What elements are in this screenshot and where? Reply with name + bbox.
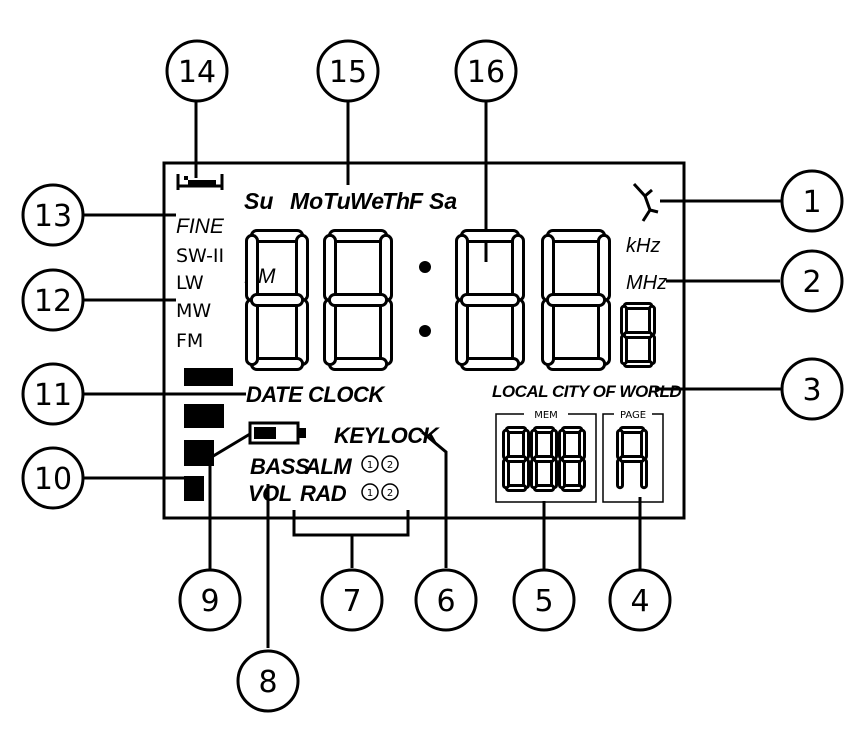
day-th: Th: [382, 188, 410, 214]
page-label: PAGE: [620, 410, 646, 421]
day-sa: Sa: [429, 188, 457, 214]
mem-digit-3: [558, 426, 586, 492]
callout-5: 5: [512, 568, 576, 632]
callout-number: 13: [34, 199, 72, 234]
alarm-1-circle-icon: 1: [361, 455, 379, 473]
callout-number: 7: [342, 584, 361, 619]
date-indicator: DATE: [246, 382, 304, 407]
callout-number: 16: [467, 55, 505, 90]
bracket-7: [292, 510, 410, 537]
callout-13: 13: [21, 183, 85, 247]
radio-2-circle-icon: 2: [381, 483, 399, 501]
signal-strength-icon: [632, 182, 659, 222]
callout-7: 7: [320, 568, 384, 632]
band-fm: FM: [176, 330, 203, 352]
callout-number: 3: [802, 373, 821, 408]
time-digit-3: [455, 229, 525, 371]
band-lw: LW: [176, 272, 204, 294]
callout-15: 15: [316, 39, 380, 103]
callout-number: 9: [200, 584, 219, 619]
local-city-indicator: LOCAL CITY OF WORLD: [492, 382, 681, 401]
callout-6: 6: [414, 568, 478, 632]
signal-bars-icon: [184, 368, 233, 501]
callout-number: 2: [802, 265, 821, 300]
svg-text:1: 1: [367, 460, 373, 471]
battery-icon: [248, 421, 306, 445]
bass-indicator: BASS: [250, 454, 310, 479]
time-digit-1: [245, 229, 309, 371]
band-fine: FINE: [176, 215, 225, 238]
mem-page-digits: [502, 426, 648, 492]
callout-number: 6: [436, 584, 455, 619]
callout-number: 5: [534, 584, 553, 619]
callout-number: 12: [34, 284, 72, 319]
clock-indicator: CLOCK: [308, 382, 386, 407]
day-tu: Tu: [323, 188, 351, 214]
leader-9: [208, 432, 251, 570]
callout-12: 12: [21, 268, 85, 332]
alarm-indicator: ALM: [304, 454, 352, 479]
callout-number: 1: [802, 185, 821, 220]
fine-step-indicator-icon: [176, 174, 224, 190]
time-digit-4: [541, 229, 611, 371]
colon-top-dot: [419, 261, 431, 273]
callout-number: 15: [329, 55, 367, 90]
day-mo: Mo: [290, 188, 323, 214]
radio-1-circle-icon: 1: [361, 483, 379, 501]
callout-number: 8: [258, 665, 277, 700]
mem-digit-1: [502, 426, 530, 492]
callout-9: 9: [178, 568, 242, 632]
unit-mhz: MHz: [626, 272, 667, 294]
volume-indicator: VOL: [248, 481, 292, 506]
callout-2: 2: [780, 249, 844, 313]
band-mw: MW: [176, 300, 211, 322]
day-su: Su: [244, 188, 273, 214]
svg-text:2: 2: [387, 460, 393, 471]
keylock-indicator: KEYLOCK: [334, 423, 441, 448]
callout-1: 1: [780, 169, 844, 233]
callout-10: 10: [21, 446, 85, 510]
alarm-2-circle-icon: 2: [381, 455, 399, 473]
callout-3: 3: [780, 357, 844, 421]
colon-bottom-dot: [419, 325, 431, 337]
mem-digit-2: [530, 426, 558, 492]
callout-number: 14: [178, 55, 216, 90]
svg-text:1: 1: [367, 488, 373, 499]
callout-16: 16: [454, 39, 518, 103]
callout-8: 8: [236, 649, 300, 713]
mem-label: MEM: [534, 410, 558, 421]
callout-14: 14: [165, 39, 229, 103]
time-digit-2: [323, 229, 393, 371]
small-unit-digit: [620, 302, 656, 368]
callout-11: 11: [21, 362, 85, 426]
callout-number: 4: [630, 584, 649, 619]
band-sw2: SW-II: [176, 245, 224, 267]
callout-number: 11: [34, 378, 72, 413]
svg-text:2: 2: [387, 488, 393, 499]
page-digit: [616, 426, 648, 490]
day-we: We: [350, 188, 384, 214]
callout-4: 4: [608, 568, 672, 632]
radio-indicator: RAD: [300, 481, 347, 506]
callout-number: 10: [34, 462, 72, 497]
main-time-display: [245, 229, 656, 371]
lcd-frame: [162, 161, 686, 520]
day-f: F: [409, 188, 424, 214]
leader-6: [421, 430, 448, 568]
unit-khz: kHz: [626, 235, 660, 257]
